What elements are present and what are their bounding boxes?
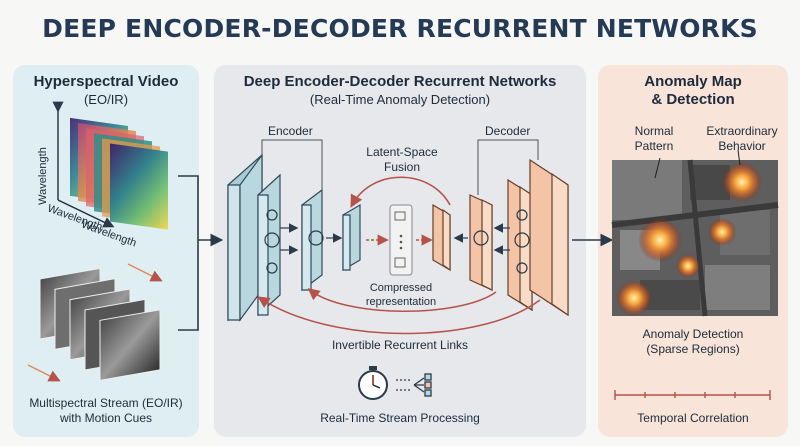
decoder-blocks	[432, 158, 569, 317]
stream-processing-label: Real-Time Stream Processing	[320, 411, 480, 425]
temporal-correlation-label: Temporal Correlation	[637, 411, 749, 425]
network-heading: Deep Encoder-Decoder Recurrent Networks	[243, 73, 557, 90]
encoder-label: Encoder	[268, 124, 313, 138]
network-subheading: (Real-Time Anomaly Detection)	[309, 92, 491, 107]
stream-caption-line2: with Motion Cues	[59, 411, 153, 425]
output-heading-line1: Anomaly Map	[644, 73, 742, 90]
latent-fusion-arc	[350, 176, 451, 208]
page-title: DEEP ENCODER-DECODER RECURRENT NETWORKS	[42, 14, 758, 43]
data-stream-icon	[396, 373, 432, 397]
decoder-bracket	[477, 139, 539, 195]
extraordinary-behavior-label-line1: Extraordinary	[706, 124, 778, 138]
hyperspectral-cube-icon	[52, 101, 168, 230]
input-heading: Hyperspectral Video	[33, 73, 179, 90]
compressed-representation-icon	[366, 204, 433, 276]
normal-pattern-label-line1: Normal	[634, 124, 674, 138]
compressed-label-line1: Compressed	[369, 282, 433, 294]
multispectral-stream-icon	[27, 263, 163, 382]
invertible-links-label: Invertible Recurrent Links	[331, 338, 469, 352]
stopwatch-icon	[358, 366, 388, 400]
input-connector-arrow	[178, 175, 224, 331]
invertible-recurrent-links-arcs	[257, 288, 541, 335]
extraordinary-behavior-label-line2: Behavior	[718, 139, 766, 153]
anomaly-detection-label-line2: (Sparse Regions)	[646, 342, 740, 356]
stream-caption-line1: Multispectral Stream (EO/IR)	[29, 396, 183, 410]
compressed-label-line2: representation	[365, 296, 437, 308]
anomaly-detection-label-line1: Anomaly Detection	[642, 327, 744, 341]
encoder-blocks	[227, 153, 361, 322]
encoder-recurrent-loop-icons	[264, 209, 343, 274]
decoder-label: Decoder	[485, 124, 531, 138]
wavelength-axis-label-vertical: Wavelength	[37, 147, 49, 205]
encoder-bracket	[261, 139, 323, 190]
output-heading-line2: & Detection	[651, 91, 735, 108]
decoder-recurrent-loop-icons	[453, 209, 530, 274]
latent-fusion-label-line2: Fusion	[383, 160, 421, 174]
latent-fusion-label-line1: Latent-Space	[366, 145, 438, 159]
input-subheading: (EO/IR)	[83, 92, 129, 107]
temporal-timeline	[614, 390, 771, 400]
anomaly-map-image	[611, 149, 779, 317]
normal-pattern-label-line2: Pattern	[634, 139, 674, 153]
